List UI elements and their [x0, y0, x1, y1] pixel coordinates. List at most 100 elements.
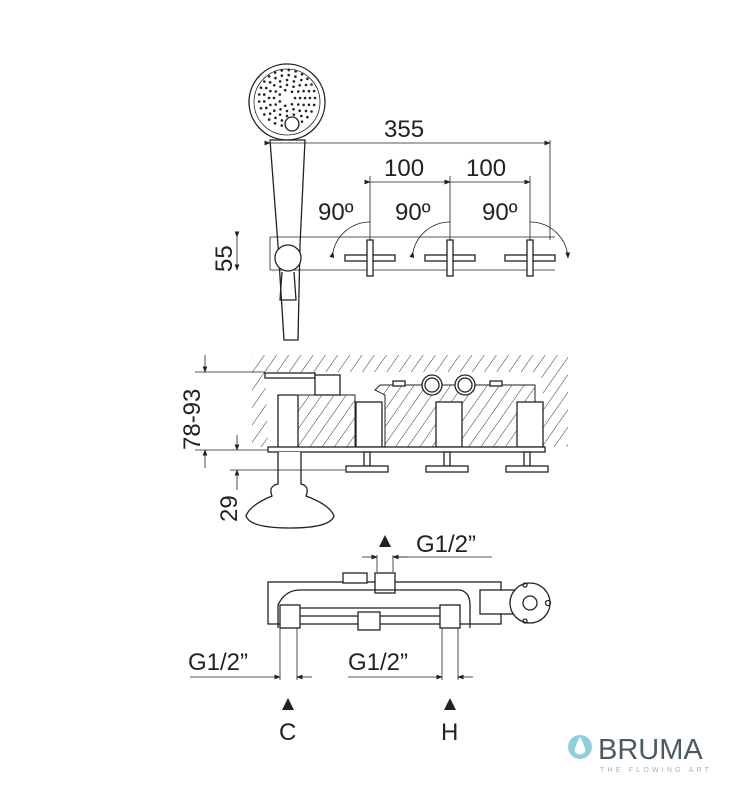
- nozzle-dot: [312, 103, 316, 107]
- nozzle-dot: [292, 107, 295, 111]
- cold-arrow-icon: [282, 698, 294, 710]
- nozzle-dot: [290, 90, 294, 94]
- nozzle-dot: [313, 96, 317, 100]
- cold-thread: G1/2”: [188, 649, 248, 676]
- nozzle-dot: [300, 78, 303, 82]
- hand-shower-side: [245, 452, 335, 529]
- nozzle-dot: [287, 68, 291, 72]
- outlet-arrow-icon: [379, 535, 391, 547]
- nozzle-dot: [259, 107, 263, 110]
- nozzle-dot: [269, 89, 272, 93]
- nozzle-dot: [306, 77, 309, 81]
- nozzle-dot: [298, 83, 302, 87]
- dim-projection: 29: [216, 495, 243, 522]
- bruma-logo: BRUMA THE FLOWING ART: [568, 734, 712, 774]
- nozzle-dot: [273, 71, 277, 74]
- nozzle-dot: [304, 109, 308, 113]
- shower-holder: [274, 244, 302, 272]
- bottom-view: G1/2” G1/2” C G1/2” H: [188, 531, 552, 746]
- nozzle-dot: [274, 116, 277, 120]
- outlet-thread: G1/2”: [416, 531, 476, 558]
- hot-label: H: [441, 719, 458, 746]
- nozzle-dot: [298, 96, 302, 100]
- nozzle-dot: [303, 96, 307, 100]
- cross-handles: [344, 239, 556, 277]
- nozzle-dot: [300, 120, 304, 123]
- nozzle-dot: [264, 106, 268, 110]
- nozzle-dot: [279, 85, 282, 89]
- nozzle-dot: [272, 96, 276, 100]
- nozzle-dot: [287, 73, 291, 77]
- spray-nozzles: [257, 68, 317, 128]
- nozzle-dot: [292, 113, 296, 116]
- nozzle-dot: [292, 85, 295, 89]
- side-view: 78-93 29: [179, 355, 568, 529]
- wall-plate: [267, 446, 546, 453]
- nozzle-dot: [272, 109, 276, 113]
- nozzle-dot: [257, 100, 261, 103]
- nozzle-dot: [263, 80, 266, 83]
- hot-arrow-icon: [444, 698, 456, 710]
- top-view: 355 100 100 90º 90º 90º 55: [211, 63, 571, 341]
- nozzle-dot: [310, 83, 313, 86]
- nozzle-dot: [292, 80, 296, 83]
- nozzle-dot: [273, 122, 277, 125]
- nozzle-dot: [306, 115, 309, 119]
- nozzle-dot: [268, 112, 272, 115]
- dim-overall-width: 355: [384, 116, 424, 143]
- nozzle-dot: [302, 89, 305, 93]
- nozzle-dot: [267, 75, 271, 78]
- nozzle-dot: [310, 110, 313, 113]
- nozzle-dot: [280, 74, 284, 77]
- nozzle-dot: [263, 113, 266, 116]
- nozzle-dot: [278, 93, 282, 96]
- brand-name: BRUMA: [598, 734, 703, 766]
- nozzle-dot: [283, 88, 287, 92]
- dim-depth-range: 78-93: [179, 389, 206, 450]
- nozzle-dot: [294, 75, 297, 78]
- nozzle-dot: [274, 76, 277, 80]
- nozzle-dot: [304, 83, 308, 87]
- nozzle-dot: [269, 103, 272, 107]
- nozzle-dot: [285, 109, 289, 113]
- hot-thread: G1/2”: [348, 649, 408, 676]
- nozzle-dot: [268, 81, 272, 84]
- nozzle-dot: [280, 69, 284, 72]
- dim-spacing-2: 100: [466, 155, 506, 182]
- nozzle-dot: [267, 96, 271, 100]
- nozzle-dot: [308, 96, 312, 100]
- nozzle-dot: [285, 114, 289, 118]
- nozzle-dot: [285, 83, 289, 87]
- nozzle-dot: [274, 90, 278, 93]
- nozzle-dot: [262, 100, 266, 103]
- nozzle-dot: [307, 89, 311, 93]
- nozzle-dot: [280, 119, 284, 122]
- nozzle-dot: [278, 100, 282, 103]
- nozzle-dot: [259, 86, 263, 89]
- dim-height-top: 55: [211, 245, 238, 272]
- hand-shower-handle: [269, 139, 306, 341]
- dim-angle-1: 90º: [318, 199, 354, 226]
- nozzle-dot: [257, 93, 261, 96]
- nozzle-dot: [293, 96, 297, 100]
- nozzle-dot: [290, 102, 294, 106]
- nozzle-dot: [300, 73, 304, 76]
- nozzle-dot: [300, 114, 303, 118]
- nozzle-dot: [294, 70, 297, 73]
- dim-angle-2: 90º: [395, 199, 431, 226]
- nozzle-dot: [262, 93, 266, 96]
- nozzle-dot: [279, 107, 282, 111]
- nozzle-dot: [285, 78, 289, 82]
- nozzle-dot: [296, 103, 300, 106]
- nozzle-dot: [296, 90, 300, 93]
- brand-tagline: THE FLOWING ART: [600, 767, 712, 774]
- nozzle-dot: [298, 109, 302, 113]
- dim-angle-3: 90º: [482, 199, 518, 226]
- nozzle-dot: [302, 103, 305, 107]
- nozzle-dot: [274, 103, 278, 106]
- dim-spacing-1: 100: [384, 155, 424, 182]
- nozzle-dot: [278, 80, 282, 83]
- nozzle-dot: [264, 86, 268, 90]
